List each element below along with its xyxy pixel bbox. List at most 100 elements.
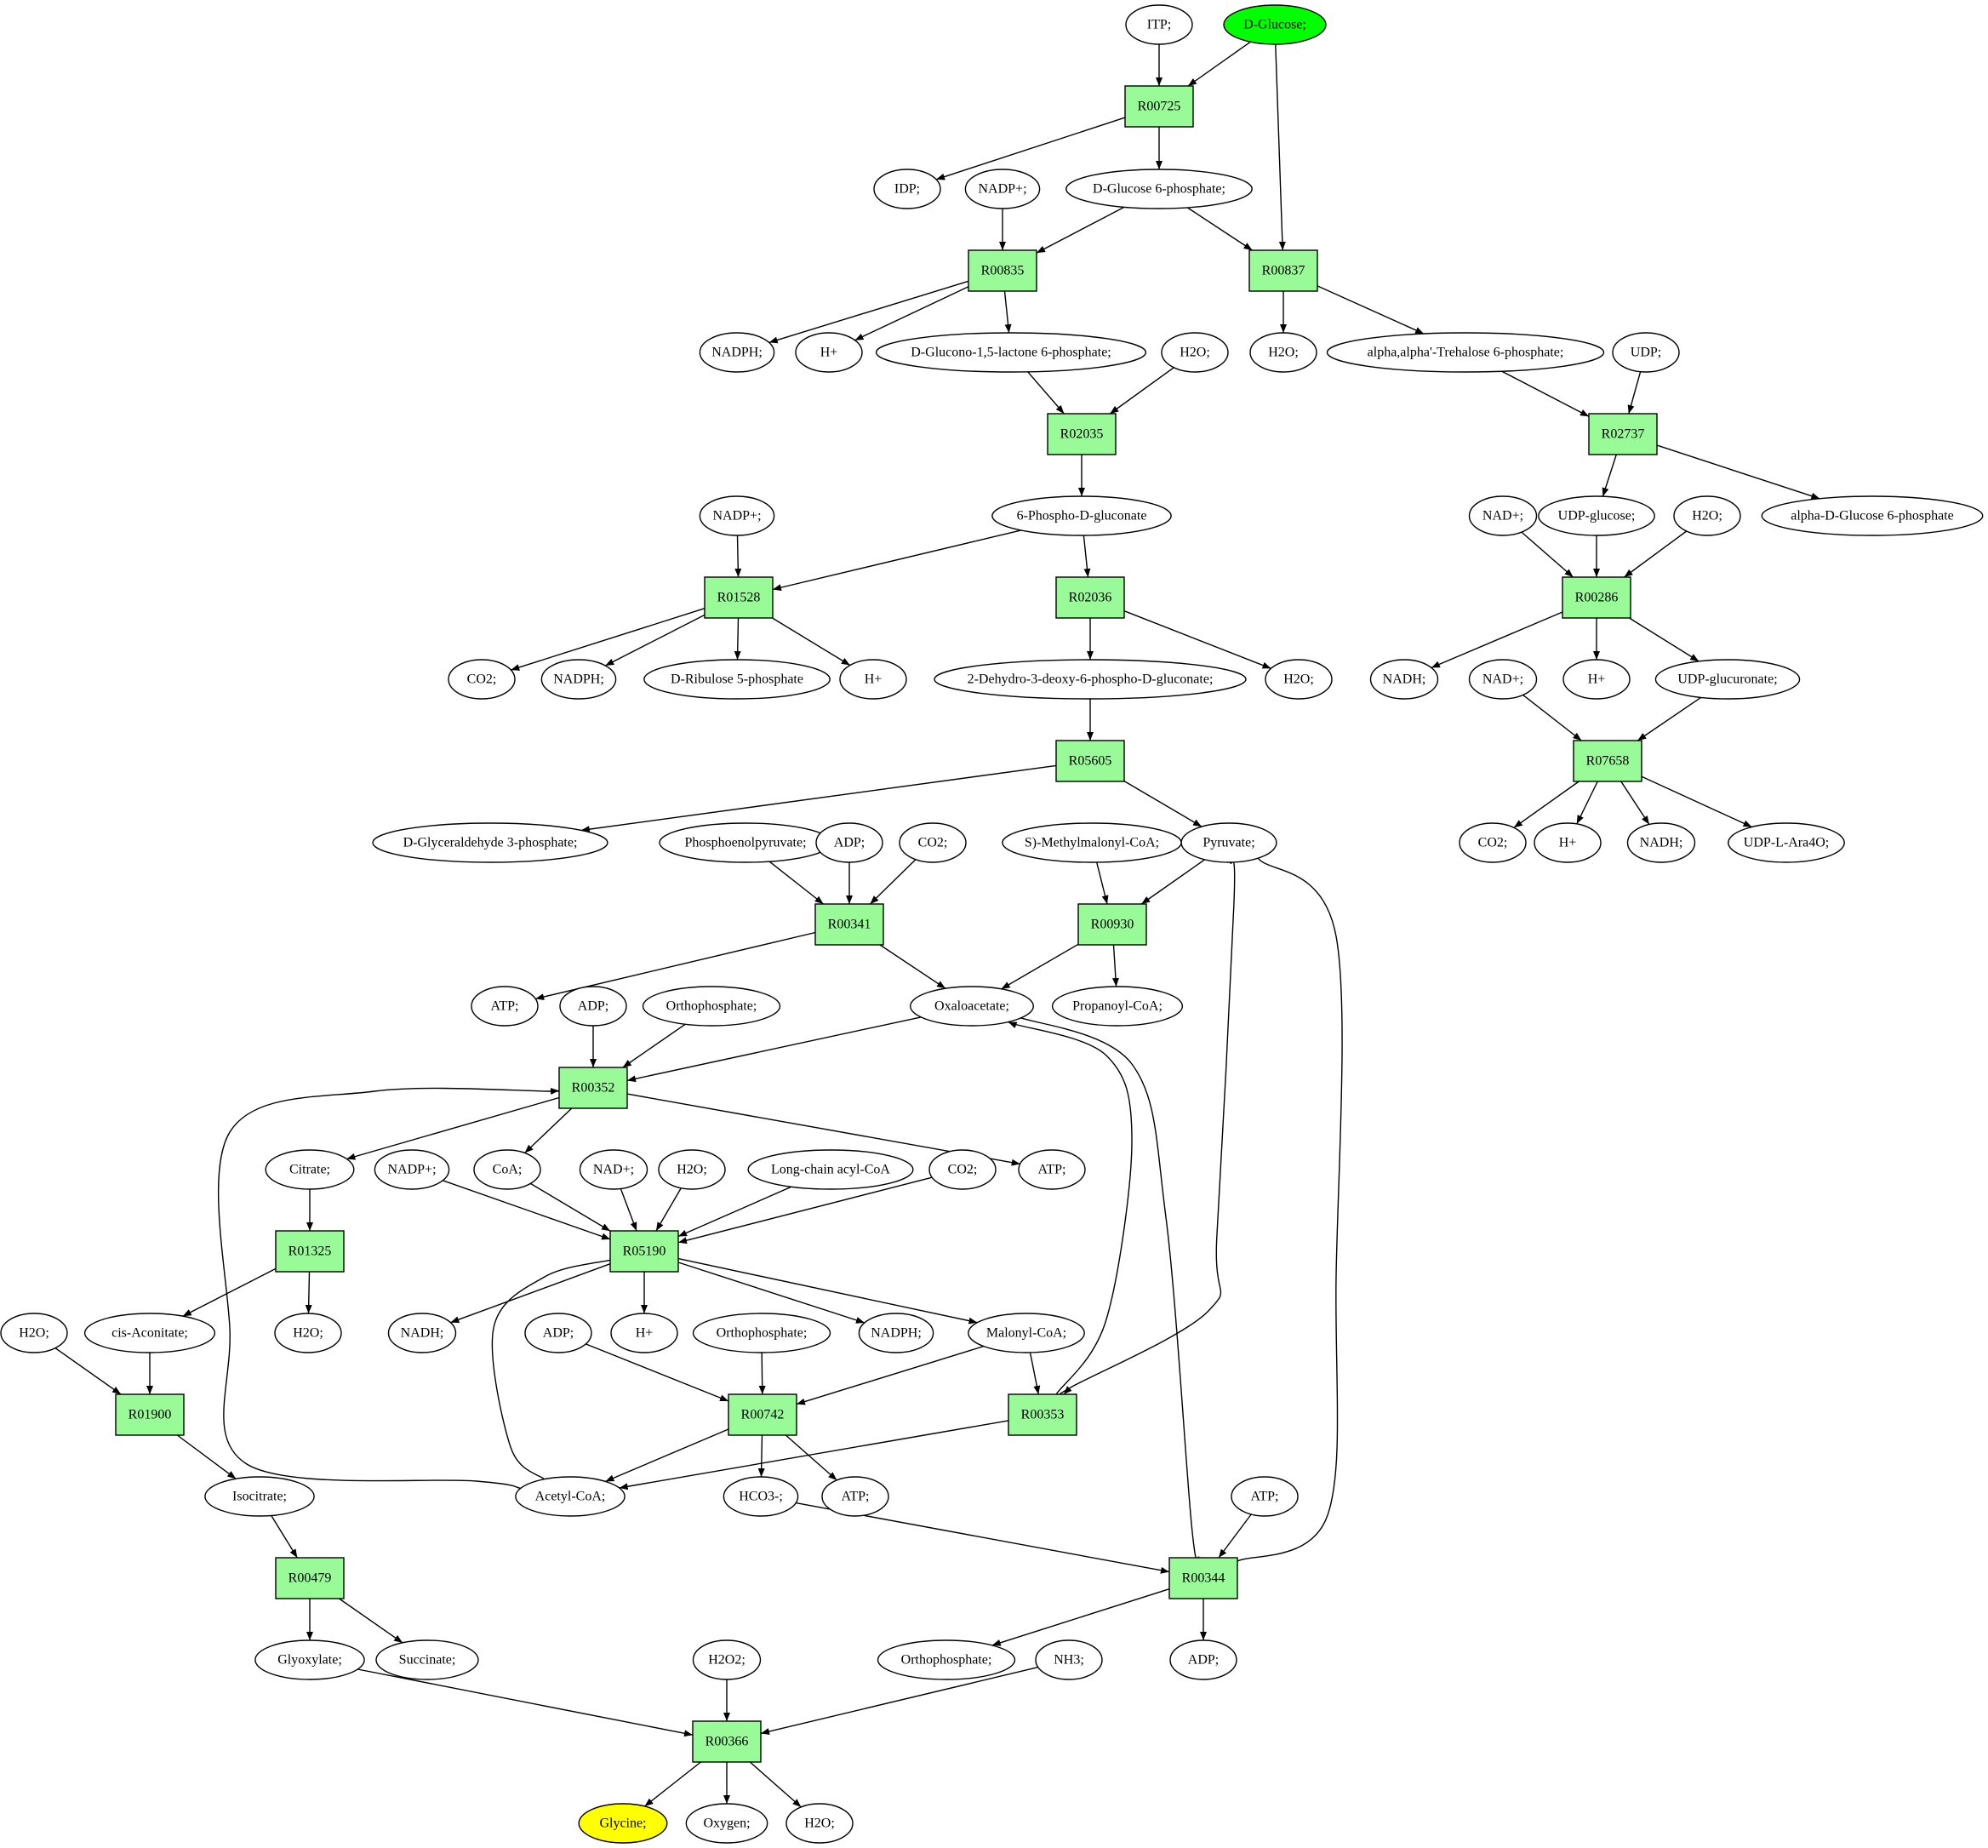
compound-node-idp[interactable]: IDP;	[873, 169, 941, 209]
compound-node-citrate[interactable]: Citrate;	[265, 1149, 355, 1190]
compound-node-ag6p[interactable]: alpha-D-Glucose 6-phosphate	[1761, 495, 1984, 536]
reaction-node-R00341[interactable]: R00341	[814, 903, 884, 946]
compound-node-nh3[interactable]: NH3;	[1035, 1639, 1103, 1680]
compound-node-glycine[interactable]: Glycine;	[578, 1803, 668, 1844]
compound-node-hplus5[interactable]: H+	[610, 1313, 678, 1353]
compound-ellipse	[1065, 169, 1253, 209]
compound-node-malonylcoa[interactable]: Malonyl-CoA;	[968, 1313, 1085, 1353]
compound-node-adp2[interactable]: ADP;	[559, 986, 627, 1027]
reaction-node-R00352[interactable]: R00352	[558, 1067, 628, 1109]
compound-node-nadph2[interactable]: NADPH;	[540, 659, 617, 700]
compound-node-nadph3[interactable]: NADPH;	[858, 1313, 934, 1353]
reaction-node-R00725[interactable]: R00725	[1124, 85, 1194, 128]
compound-node-udp[interactable]: UDP;	[1612, 332, 1680, 373]
compound-node-co2d[interactable]: CO2;	[928, 1149, 997, 1190]
compound-node-hplus4[interactable]: H+	[1534, 822, 1602, 863]
compound-node-dglucose[interactable]: D-Glucose;	[1223, 4, 1327, 45]
reaction-node-R02035[interactable]: R02035	[1047, 413, 1117, 455]
compound-node-kdpg[interactable]: 2-Dehydro-3-deoxy-6-phospho-D-gluconate;	[934, 659, 1247, 700]
reaction-node-R05190[interactable]: R05190	[609, 1230, 679, 1273]
compound-node-itp[interactable]: ITP;	[1125, 4, 1193, 45]
compound-node-ribulose[interactable]: D-Ribulose 5-phosphate	[643, 659, 831, 700]
compound-node-acetylcoa[interactable]: Acetyl-CoA;	[515, 1476, 626, 1517]
reaction-node-R00837[interactable]: R00837	[1248, 249, 1318, 292]
compound-node-co2c[interactable]: CO2;	[1459, 822, 1527, 863]
compound-node-h2o7[interactable]: H2O;	[0, 1313, 68, 1353]
compound-ellipse	[1468, 495, 1538, 536]
compound-node-atp4[interactable]: ATP;	[1231, 1476, 1299, 1517]
compound-node-hplus3[interactable]: H+	[1562, 659, 1631, 700]
compound-node-hplus2[interactable]: H+	[839, 659, 907, 700]
reaction-node-R02737[interactable]: R02737	[1588, 413, 1658, 455]
reaction-node-R00930[interactable]: R00930	[1077, 903, 1147, 946]
reaction-node-R01325[interactable]: R01325	[275, 1230, 345, 1273]
compound-node-h2o5[interactable]: H2O;	[658, 1149, 726, 1190]
compound-node-ortho1[interactable]: Orthophosphate;	[642, 986, 781, 1027]
compound-node-pep[interactable]: Phosphoenolpyruvate;	[659, 822, 832, 863]
compound-node-glucono[interactable]: D-Glucono-1,5-lactone 6-phosphate;	[875, 332, 1147, 373]
compound-node-glyoxylate[interactable]: Glyoxylate;	[254, 1639, 365, 1680]
compound-node-adp4[interactable]: ADP;	[1169, 1639, 1237, 1680]
compound-node-ortho2[interactable]: Orthophosphate;	[692, 1313, 831, 1353]
compound-node-trehalose[interactable]: alpha,alpha'-Trehalose 6-phosphate;	[1326, 332, 1605, 373]
compound-node-adp1[interactable]: ADP;	[815, 822, 883, 863]
edge-R00479-to-succinate	[339, 1598, 403, 1644]
reaction-node-R00286[interactable]: R00286	[1562, 576, 1631, 619]
compound-node-isocitrate[interactable]: Isocitrate;	[204, 1476, 315, 1517]
compound-node-nadph1[interactable]: NADPH;	[699, 332, 775, 373]
compound-node-nadh2[interactable]: NADH;	[1626, 822, 1696, 863]
reaction-node-R07658[interactable]: R07658	[1573, 740, 1642, 782]
compound-node-gap[interactable]: D-Glyceraldehyde 3-phosphate;	[372, 822, 608, 863]
reaction-node-R00366[interactable]: R00366	[692, 1720, 762, 1763]
reaction-node-R00353[interactable]: R00353	[1008, 1393, 1077, 1436]
compound-node-h2o6[interactable]: H2O;	[274, 1313, 342, 1353]
reaction-node-R00835[interactable]: R00835	[968, 249, 1037, 292]
compound-node-hplus1[interactable]: H+	[795, 332, 863, 373]
compound-node-udpglucose[interactable]: UDP-glucose;	[1538, 495, 1655, 536]
reaction-node-R02036[interactable]: R02036	[1055, 576, 1125, 619]
compound-node-nadp2[interactable]: NADP+;	[699, 495, 775, 536]
compound-node-adp3[interactable]: ADP;	[524, 1313, 592, 1353]
reaction-node-R00742[interactable]: R00742	[728, 1393, 797, 1436]
compound-node-ortho3[interactable]: Orthophosphate;	[877, 1639, 1016, 1680]
compound-node-co2b[interactable]: CO2;	[899, 822, 967, 863]
compound-node-nad2[interactable]: NAD+;	[1468, 659, 1538, 700]
compound-node-co2a[interactable]: CO2;	[448, 659, 516, 700]
compound-node-atp3[interactable]: ATP;	[821, 1476, 889, 1517]
compound-node-h2o1[interactable]: H2O;	[1161, 332, 1229, 373]
compound-node-h2o2[interactable]: H2O;	[1249, 332, 1317, 373]
compound-node-h2o3[interactable]: H2O;	[1673, 495, 1741, 536]
reaction-node-R05605[interactable]: R05605	[1055, 740, 1125, 782]
compound-node-udpglucuronate[interactable]: UDP-glucuronate;	[1654, 659, 1801, 700]
compound-node-lcacoa[interactable]: Long-chain acyl-CoA	[747, 1149, 914, 1190]
compound-node-coa[interactable]: CoA;	[473, 1149, 541, 1190]
compound-node-nad1[interactable]: NAD+;	[1468, 495, 1538, 536]
compound-node-nadh3[interactable]: NADH;	[387, 1313, 457, 1353]
compound-node-udpara[interactable]: UDP-L-Ara4O;	[1728, 822, 1845, 863]
compound-node-pyruvate[interactable]: Pyruvate;	[1180, 822, 1277, 863]
compound-node-g6p[interactable]: D-Glucose 6-phosphate;	[1065, 169, 1253, 209]
compound-node-nadp3[interactable]: NADP+;	[374, 1149, 450, 1190]
compound-node-cisaconitate[interactable]: cis-Aconitate;	[83, 1313, 216, 1353]
compound-node-nad3[interactable]: NAD+;	[579, 1149, 648, 1190]
compound-node-succinate[interactable]: Succinate;	[375, 1639, 479, 1680]
compound-node-h2o8[interactable]: H2O;	[785, 1803, 854, 1844]
node-label: R02737	[1602, 427, 1645, 442]
reaction-node-R00344[interactable]: R00344	[1168, 1557, 1238, 1599]
compound-node-oxygen[interactable]: Oxygen;	[685, 1803, 768, 1844]
compound-node-oxaloacetate[interactable]: Oxaloacetate;	[909, 986, 1034, 1027]
compound-node-atp2[interactable]: ATP;	[1018, 1149, 1086, 1190]
compound-node-propanoyl[interactable]: Propanoyl-CoA;	[1051, 986, 1184, 1027]
compound-node-nadp1[interactable]: NADP+;	[964, 169, 1041, 209]
compound-node-smmcoa[interactable]: S)-Methylmalonyl-CoA;	[1002, 822, 1182, 863]
node-label: alpha,alpha'-Trehalose 6-phosphate;	[1368, 346, 1564, 360]
compound-node-nadh1[interactable]: NADH;	[1369, 659, 1439, 700]
reaction-node-R00479[interactable]: R00479	[275, 1557, 345, 1599]
compound-node-pgluconate[interactable]: 6-Phospho-D-gluconate	[991, 495, 1172, 536]
compound-node-atp1[interactable]: ATP;	[471, 986, 539, 1027]
compound-node-h2o4[interactable]: H2O;	[1265, 659, 1333, 700]
compound-node-hco3[interactable]: HCO3-;	[723, 1476, 799, 1517]
compound-node-h2o2b[interactable]: H2O2;	[692, 1639, 762, 1680]
reaction-node-R01528[interactable]: R01528	[704, 576, 774, 619]
reaction-node-R01900[interactable]: R01900	[115, 1393, 185, 1436]
